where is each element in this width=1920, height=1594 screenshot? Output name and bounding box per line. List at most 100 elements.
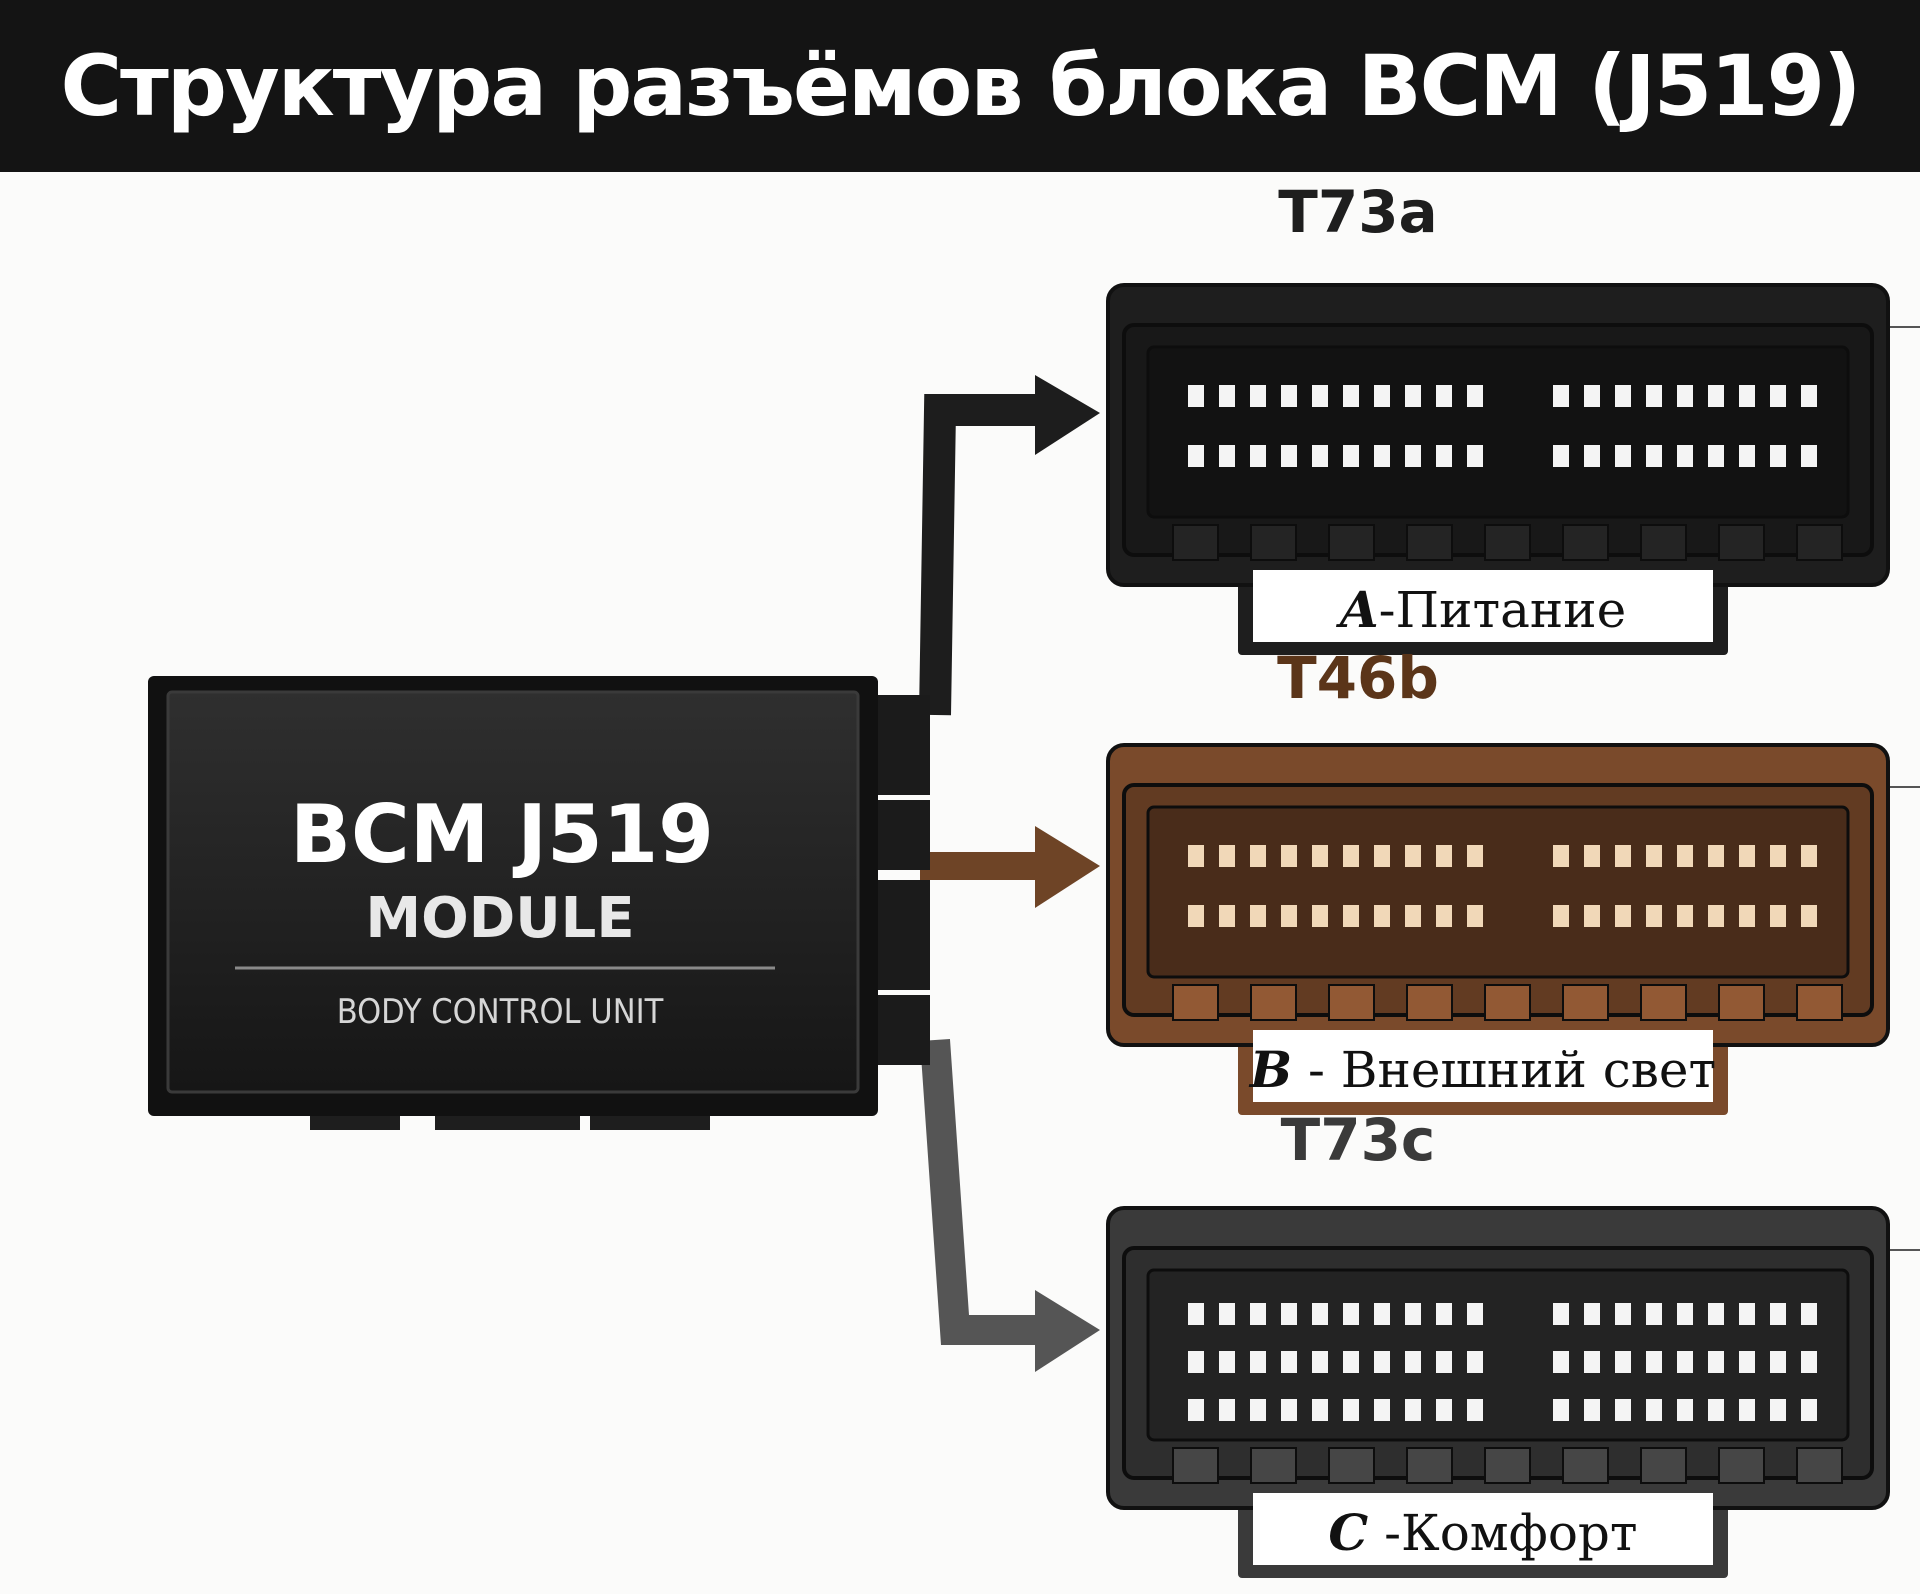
pin [1281,1303,1297,1325]
pin [1801,1303,1817,1325]
housing-tooth [1250,984,1297,1021]
pin [1374,905,1390,927]
pin [1312,1351,1328,1373]
pin [1801,1399,1817,1421]
pin [1584,1351,1600,1373]
pin [1281,385,1297,407]
pin [1436,845,1452,867]
pin [1343,445,1359,467]
pin [1343,845,1359,867]
pin [1405,1399,1421,1421]
pin [1374,1399,1390,1421]
pin [1553,445,1569,467]
pin [1770,1303,1786,1325]
pin [1343,1399,1359,1421]
pin [1250,1303,1266,1325]
pin [1467,905,1483,927]
label-box [1253,570,1713,642]
pin [1739,905,1755,927]
pin [1584,905,1600,927]
pin [1188,845,1204,867]
housing-tooth [1484,1447,1531,1484]
connector-function-label: A-Питание [1336,580,1626,639]
connector-function-text: - Внешний свет [1292,1041,1716,1099]
pin [1801,905,1817,927]
connector-function-label: B - Внешний свет [1248,1040,1716,1099]
pin [1646,1351,1662,1373]
housing-tooth [1640,984,1687,1021]
connector-letter: B [1248,1040,1292,1099]
pin [1739,1303,1755,1325]
connector-letter: A [1336,580,1379,639]
pin [1467,1303,1483,1325]
pin [1281,1399,1297,1421]
pin [1553,845,1569,867]
pin [1584,1399,1600,1421]
pin [1770,1399,1786,1421]
pin [1467,845,1483,867]
pin [1770,385,1786,407]
pin [1250,1351,1266,1373]
pin [1646,445,1662,467]
pin [1677,845,1693,867]
pin [1374,385,1390,407]
pin [1584,445,1600,467]
pin [1708,845,1724,867]
pin [1405,1303,1421,1325]
connector-id-label: T73a [1278,178,1437,246]
pin [1708,385,1724,407]
pin [1250,845,1266,867]
pin [1739,1399,1755,1421]
pin [1801,445,1817,467]
pin [1770,905,1786,927]
arrow-to-t73c [920,1038,1100,1372]
pin [1646,1303,1662,1325]
pin [1219,445,1235,467]
pin [1467,385,1483,407]
pin [1801,385,1817,407]
pin [1584,845,1600,867]
pin [1188,905,1204,927]
housing-tooth [1250,1447,1297,1484]
pin [1801,1351,1817,1373]
pin [1219,385,1235,407]
pin [1436,385,1452,407]
pin [1739,845,1755,867]
pin [1677,385,1693,407]
pin [1405,905,1421,927]
pin [1374,1351,1390,1373]
pin [1708,445,1724,467]
housing-tooth [1718,524,1765,561]
pin [1467,1351,1483,1373]
pin [1436,1399,1452,1421]
connector-id-label: T73c [1281,1106,1436,1174]
housing-tooth [1796,1447,1843,1484]
pin [1615,845,1631,867]
housing-tooth [1562,984,1609,1021]
module-subtitle: MODULE [365,886,634,951]
pin [1708,1399,1724,1421]
connector-function-text: -Питание [1379,581,1627,639]
pin [1374,1303,1390,1325]
pin [1405,385,1421,407]
page-title: Структура разъёмов блока BCM (J519) [60,37,1862,135]
pin [1708,1351,1724,1373]
title-bar: Структура разъёмов блока BCM (J519) [0,0,1920,172]
pin [1312,1303,1328,1325]
pin [1188,1303,1204,1325]
connector-function-text: -Комфорт [1368,1504,1637,1562]
pin [1250,905,1266,927]
housing-tooth [1328,984,1375,1021]
pin [1405,445,1421,467]
housing-tooth [1718,1447,1765,1484]
pin [1374,845,1390,867]
pin [1219,845,1235,867]
pin [1250,1399,1266,1421]
connector-letter: C [1328,1503,1368,1562]
pin [1281,905,1297,927]
housing-tooth [1172,984,1219,1021]
pin [1281,845,1297,867]
pin [1677,1351,1693,1373]
